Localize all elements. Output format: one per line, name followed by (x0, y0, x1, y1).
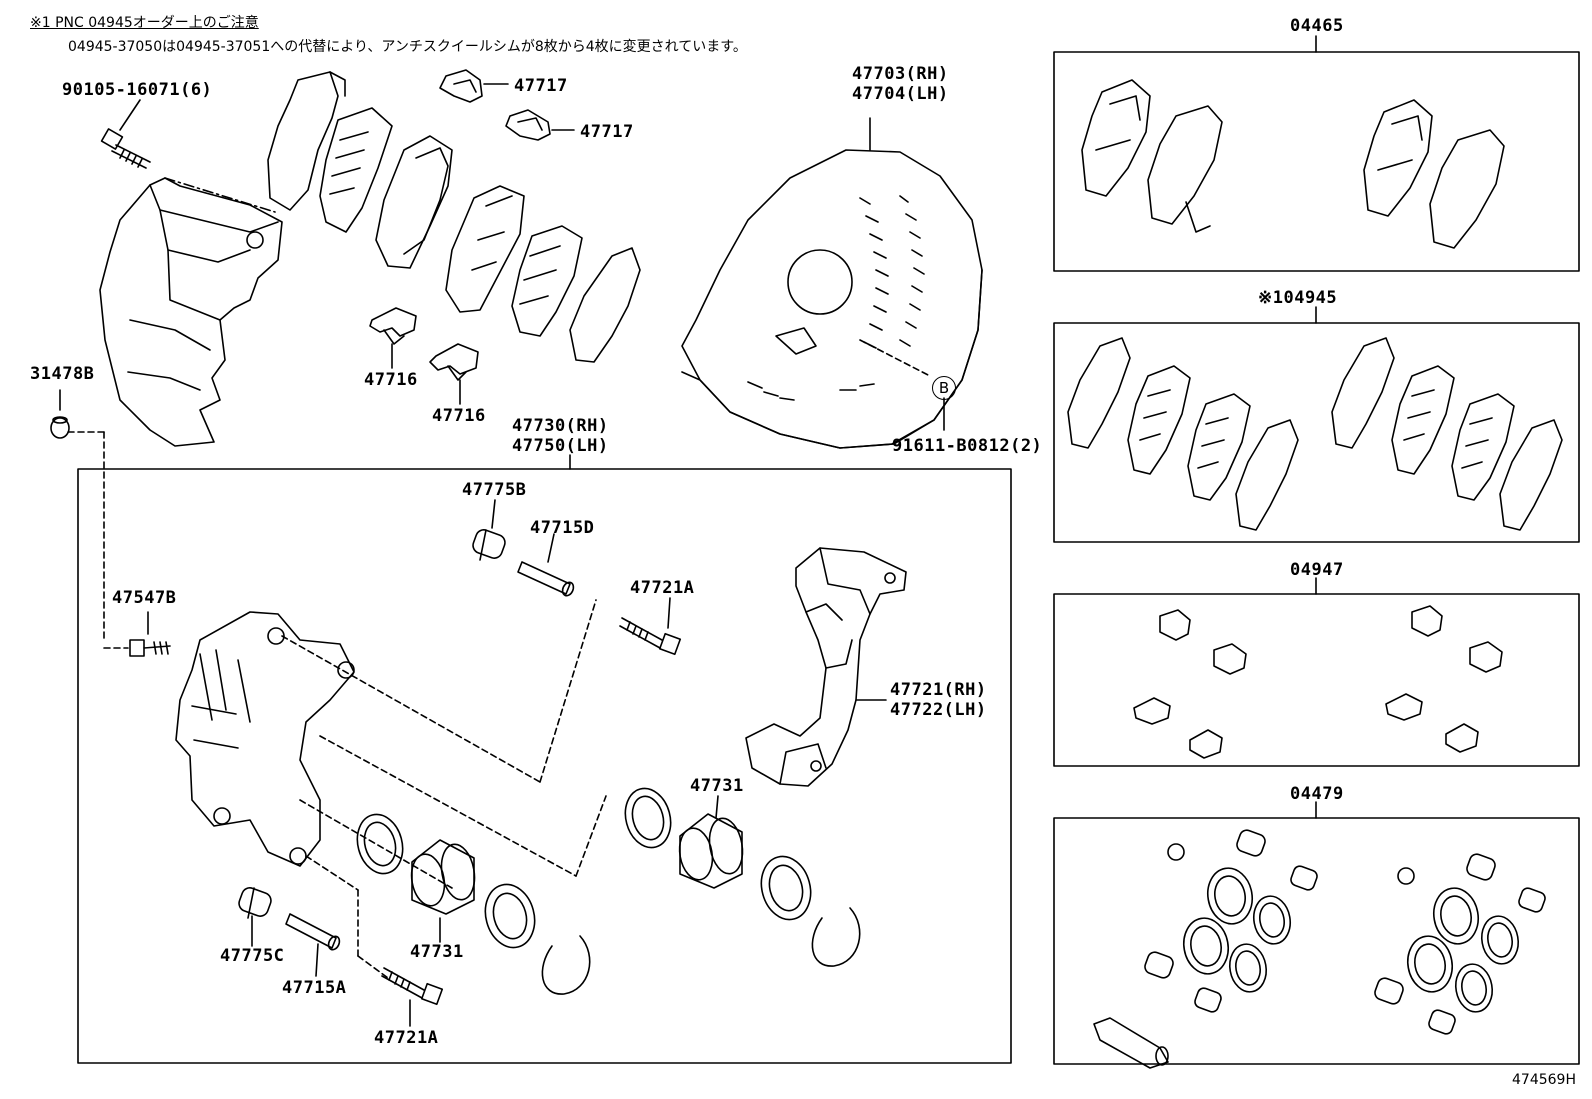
caliper-cylinder-icon (175, 611, 355, 867)
caliper-body-icon (99, 177, 283, 447)
bolt-47721a-top-icon (619, 617, 682, 656)
boot-47775b-icon (472, 529, 506, 561)
spring-47716-a-icon (369, 307, 417, 345)
label-47722-lh: 47722(LH) (890, 700, 987, 720)
ring-right-icon (811, 907, 861, 967)
label-90105-16071: 90105-16071(6) (62, 80, 213, 100)
caliper-mounting-icon (745, 547, 907, 787)
label-47715a: 47715A (282, 978, 347, 998)
kit-04465-pads-icon (1081, 79, 1505, 249)
label-47716-a: 47716 (364, 370, 418, 390)
figure-reference-number: 474569H (1512, 1072, 1576, 1088)
dust-cover-icon (681, 149, 983, 449)
label-47730-rh: 47730(RH) (512, 416, 609, 436)
shim-47717-b-icon (505, 109, 551, 141)
kit-04945-pads-shims-icon (1067, 337, 1563, 531)
label-kit-04947: 04947 (1290, 560, 1344, 580)
kit-box-04945 (1053, 322, 1580, 543)
label-47775c: 47775C (220, 946, 285, 966)
order-note-detail: 04945-37050は04945-37051への代替により、アンチスクイールシ… (68, 39, 747, 55)
pin-47715d-icon (517, 561, 575, 597)
label-91611-b0812: 91611-B0812(2) (892, 436, 1043, 456)
label-47731-left: 47731 (410, 942, 464, 962)
kit-box-04947 (1053, 593, 1580, 767)
bleeder-47547b-icon (129, 639, 171, 657)
seal-left-icon (356, 813, 404, 875)
label-kit-04465: 04465 (1290, 16, 1344, 36)
bolt-90105-icon (100, 128, 151, 169)
label-47721a-bottom: 47721A (374, 1028, 439, 1048)
pin-47715a-icon (285, 913, 341, 951)
ring-left-icon (541, 935, 591, 995)
cap-31478b-icon (50, 416, 70, 439)
label-47775b: 47775B (462, 480, 527, 500)
kit-04479-seals-boots-icon (1093, 829, 1546, 1069)
label-47731-right: 47731 (690, 776, 744, 796)
caliper-assembly-box (77, 468, 1012, 1064)
label-47750-lh: 47750(LH) (512, 436, 609, 456)
label-47703-rh: 47703(RH) (852, 64, 949, 84)
label-47704-lh: 47704(LH) (852, 84, 949, 104)
spring-47716-b-icon (429, 343, 479, 381)
seal-right-icon (624, 787, 672, 849)
reference-circle-b: B (932, 376, 956, 400)
label-kit-04479: 04479 (1290, 784, 1344, 804)
label-47547b: 47547B (112, 588, 177, 608)
label-47721-rh: 47721(RH) (890, 680, 987, 700)
shim-47717-a-icon (439, 69, 483, 103)
brake-pad-set-top-icon (267, 71, 641, 363)
boot-left-icon (484, 883, 536, 949)
label-47721a-top: 47721A (630, 578, 695, 598)
label-47715d: 47715D (530, 518, 595, 538)
boot-right-icon (760, 855, 812, 921)
piston-left-icon (410, 839, 476, 915)
label-47717-b: 47717 (580, 122, 634, 142)
label-47716-b: 47716 (432, 406, 486, 426)
boot-47775c-icon (238, 887, 272, 919)
kit-box-04479 (1053, 817, 1580, 1065)
order-note-title: ※1 PNC 04945オーダー上のご注意 (30, 15, 259, 31)
piston-right-icon (678, 813, 744, 889)
label-47717-a: 47717 (514, 76, 568, 96)
label-31478b: 31478B (30, 364, 95, 384)
kit-04947-shims-springs-icon (1133, 605, 1503, 759)
label-kit-04945: ※104945 (1258, 288, 1338, 308)
bolt-47721a-bottom-icon (381, 967, 444, 1006)
